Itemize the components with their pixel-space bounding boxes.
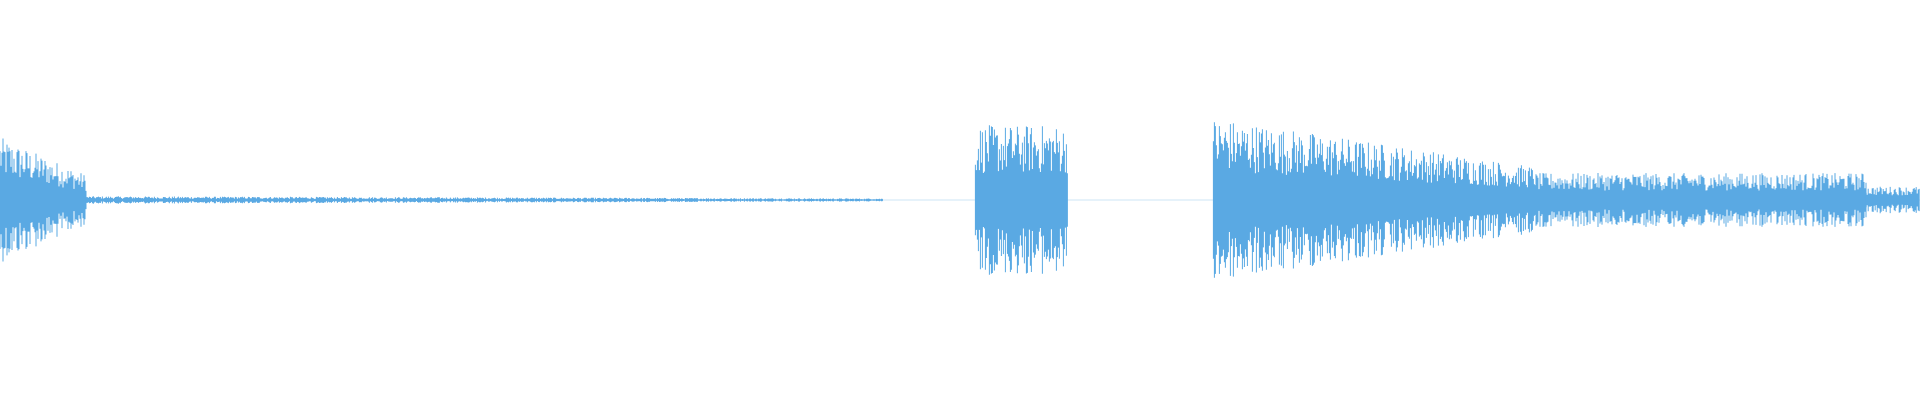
- waveform-segment-1: [0, 138, 87, 262]
- waveform-segment-4: [1212, 122, 1536, 278]
- waveform-segment-3: [974, 125, 1068, 275]
- waveform-segment-5: [1535, 173, 1867, 227]
- waveform-segment-2-tail: [85, 196, 883, 204]
- waveform-segment-6: [1865, 186, 1920, 214]
- waveform-group: [0, 122, 1920, 278]
